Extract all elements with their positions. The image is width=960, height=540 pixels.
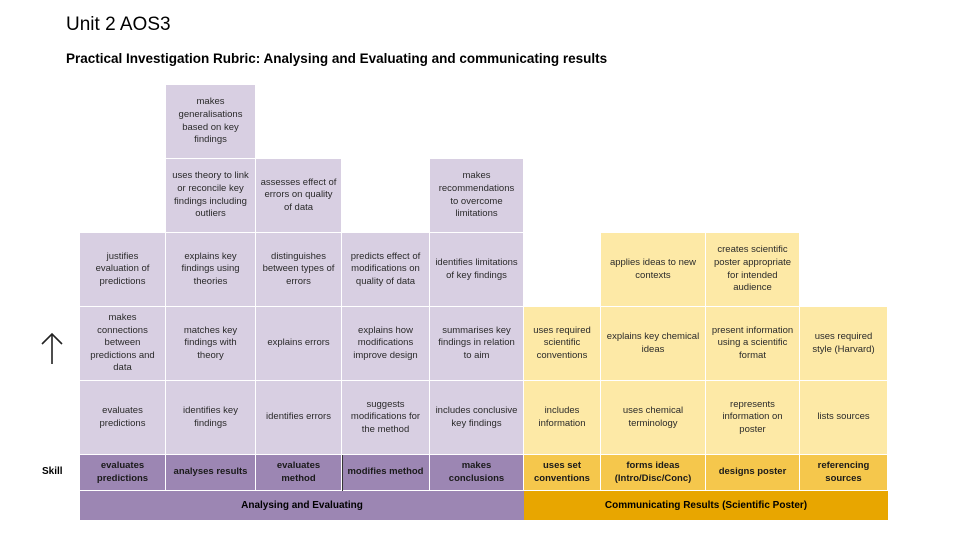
rubric-cell: summarises key findings in relation to a… <box>430 307 524 381</box>
rubric-cell: includes information <box>524 381 601 455</box>
rubric-cell: suggests modifications for the method <box>342 381 430 455</box>
page-title: Unit 2 AOS3 <box>66 14 171 35</box>
rubric-cell: makes recommendations to overcome limita… <box>430 159 524 233</box>
rubric-cell: evaluates predictions <box>80 381 166 455</box>
rubric-cell: applies ideas to new contexts <box>601 233 706 307</box>
skill-cell: modifies method <box>342 455 430 491</box>
skill-cell: uses set conventions <box>524 455 601 491</box>
rubric-cell: predicts effect of modifications on qual… <box>342 233 430 307</box>
rubric-cell: explains how modifications improve desig… <box>342 307 430 381</box>
skill-row-label: Skill <box>42 466 63 477</box>
rubric-cell: identifies errors <box>256 381 342 455</box>
rubric-cell: present information using a scientific f… <box>706 307 800 381</box>
rubric-cell: uses required scientific conventions <box>524 307 601 381</box>
skill-cell: designs poster <box>706 455 800 491</box>
rubric-cell: identifies limitations of key findings <box>430 233 524 307</box>
rubric-cell: distinguishes between types of errors <box>256 233 342 307</box>
skill-cell: referencing sources <box>800 455 888 491</box>
rubric-cell: explains key chemical ideas <box>601 307 706 381</box>
up-arrow-icon <box>41 332 63 364</box>
rubric-cell: represents information on poster <box>706 381 800 455</box>
page-subtitle: Practical Investigation Rubric: Analysin… <box>66 51 608 66</box>
rubric-cell: makes generalisations based on key findi… <box>166 85 256 159</box>
rubric-cell: explains key findings using theories <box>166 233 256 307</box>
rubric-cell: lists sources <box>800 381 888 455</box>
rubric-cell: makes connections between predictions an… <box>80 307 166 381</box>
rubric-cell: uses theory to link or reconcile key fin… <box>166 159 256 233</box>
skill-cell: forms ideas (Intro/Disc/Conc) <box>601 455 706 491</box>
rubric-cell: creates scientific poster appropriate fo… <box>706 233 800 307</box>
skill-cell: evaluates predictions <box>80 455 166 491</box>
rubric-cell: explains errors <box>256 307 342 381</box>
skill-divider <box>342 455 343 491</box>
footer-analysing-evaluating: Analysing and Evaluating <box>80 491 524 520</box>
skill-cell: evaluates method <box>256 455 342 491</box>
rubric-cell: includes conclusive key findings <box>430 381 524 455</box>
skill-cell: analyses results <box>166 455 256 491</box>
footer-communicating-results: Communicating Results (Scientific Poster… <box>524 491 888 520</box>
rubric-cell: identifies key findings <box>166 381 256 455</box>
skill-cell: makes conclusions <box>430 455 524 491</box>
rubric-cell: uses chemical terminology <box>601 381 706 455</box>
rubric-cell: justifies evaluation of predictions <box>80 233 166 307</box>
rubric-cell: assesses effect of errors on quality of … <box>256 159 342 233</box>
rubric-cell: uses required style (Harvard) <box>800 307 888 381</box>
rubric-cell: matches key findings with theory <box>166 307 256 381</box>
